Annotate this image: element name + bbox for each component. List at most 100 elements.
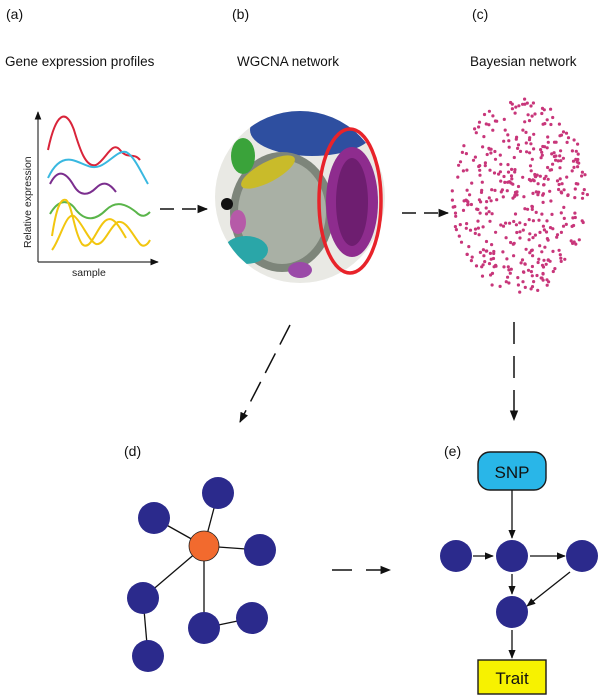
bayes-dot bbox=[562, 205, 566, 209]
bayes-dot bbox=[509, 267, 513, 271]
bayes-dot bbox=[480, 180, 484, 184]
bayes-dot bbox=[532, 147, 536, 151]
bayes-dot bbox=[520, 258, 525, 262]
bayes-dot bbox=[533, 233, 538, 237]
panel-a-title: Gene expression profiles bbox=[5, 54, 155, 69]
bayes-dot bbox=[576, 152, 580, 156]
bayes-dot bbox=[478, 211, 482, 215]
bayes-dot bbox=[507, 180, 512, 184]
bayes-dot bbox=[507, 145, 511, 149]
bayes-dot bbox=[457, 234, 461, 238]
bayes-dot bbox=[505, 189, 509, 193]
bayes-dot bbox=[527, 218, 531, 222]
bayes-dot bbox=[506, 265, 510, 269]
bayes-dot bbox=[541, 224, 546, 228]
network-node bbox=[202, 477, 234, 509]
panel-d-label: (d) bbox=[124, 443, 142, 459]
bayes-dot bbox=[499, 223, 503, 227]
bayes-dot bbox=[490, 271, 495, 275]
bayes-dot bbox=[499, 162, 503, 166]
bayes-dot bbox=[530, 207, 534, 211]
bayes-dot bbox=[493, 149, 497, 154]
bayes-dot bbox=[522, 195, 526, 199]
bayes-dot bbox=[487, 109, 491, 113]
bayes-dot bbox=[471, 158, 476, 162]
bayes-dot bbox=[529, 104, 533, 108]
bayes-dot bbox=[511, 242, 515, 246]
bayes-dot bbox=[537, 218, 541, 222]
bayes-dot bbox=[479, 200, 483, 204]
panel-a-label: (a) bbox=[6, 6, 24, 22]
network-node bbox=[496, 596, 528, 628]
bayes-dot bbox=[562, 216, 566, 220]
bayes-dot bbox=[546, 165, 550, 170]
bayes-dot bbox=[546, 135, 550, 139]
curve-yellow-1 bbox=[51, 198, 127, 247]
bayes-dot bbox=[566, 136, 571, 140]
bayes-dot bbox=[495, 198, 499, 202]
bayes-dot bbox=[515, 230, 519, 235]
y-axis-label: Relative expression bbox=[22, 156, 34, 248]
bayes-dot bbox=[537, 190, 541, 194]
bayes-dot bbox=[576, 165, 580, 169]
bayes-dot bbox=[483, 260, 487, 264]
bayes-dot bbox=[538, 174, 542, 178]
bayes-dot bbox=[524, 141, 528, 145]
bayes-dot bbox=[559, 133, 564, 137]
bayes-dot bbox=[557, 182, 561, 187]
bayes-dot bbox=[529, 169, 533, 173]
bayes-dot bbox=[580, 174, 584, 178]
bayes-dot bbox=[532, 179, 536, 183]
network-node bbox=[440, 540, 472, 572]
bayes-dot bbox=[540, 150, 544, 154]
bayes-dot bbox=[461, 169, 465, 173]
bayes-dot bbox=[562, 188, 566, 192]
bayes-dot bbox=[505, 257, 509, 261]
bayes-dot bbox=[530, 274, 534, 278]
bayes-dot bbox=[489, 199, 493, 203]
bayes-dot bbox=[498, 170, 502, 174]
bayes-dot bbox=[569, 239, 573, 243]
bayes-dot bbox=[530, 114, 534, 118]
bayes-dot bbox=[542, 228, 547, 232]
bayes-dot bbox=[504, 221, 508, 225]
bayes-dot bbox=[502, 174, 506, 179]
bayes-dot bbox=[518, 290, 522, 294]
bayes-dot bbox=[545, 283, 549, 287]
bayes-dot bbox=[481, 248, 485, 252]
bayes-dot bbox=[543, 245, 547, 249]
bayes-dot bbox=[548, 226, 553, 230]
bayes-dot bbox=[555, 179, 560, 183]
bayes-dot bbox=[516, 146, 520, 150]
bayes-dot bbox=[571, 216, 575, 220]
bayes-dot bbox=[533, 112, 537, 116]
bayes-dot bbox=[467, 245, 471, 249]
bayes-dot bbox=[561, 156, 566, 160]
bayes-dot bbox=[525, 150, 529, 154]
bayes-dot bbox=[489, 257, 493, 261]
bayes-dot bbox=[573, 215, 577, 220]
bayes-dot bbox=[477, 125, 481, 129]
bayes-dot bbox=[514, 105, 518, 109]
bayes-dot bbox=[537, 257, 541, 261]
bayes-dot bbox=[559, 149, 563, 153]
bayes-dot bbox=[506, 163, 510, 167]
bayes-dot bbox=[491, 114, 495, 118]
bayes-dot bbox=[544, 174, 548, 178]
bayes-dot bbox=[487, 123, 491, 127]
bayes-dot bbox=[534, 190, 538, 194]
bayes-dot bbox=[512, 219, 516, 224]
bayes-dot bbox=[528, 164, 533, 168]
bayes-dot bbox=[580, 196, 585, 200]
bayes-dot bbox=[490, 212, 494, 216]
bayes-dot bbox=[536, 182, 540, 186]
bayes-dot bbox=[498, 284, 502, 288]
bayes-dot bbox=[558, 154, 562, 158]
bayes-dot bbox=[526, 207, 530, 211]
bayes-dot bbox=[495, 119, 499, 123]
bayes-dot bbox=[542, 183, 546, 187]
bayes-dot bbox=[487, 146, 491, 150]
bayes-dot bbox=[555, 233, 560, 237]
bayes-dot bbox=[485, 152, 489, 157]
bayes-dot bbox=[516, 143, 521, 147]
